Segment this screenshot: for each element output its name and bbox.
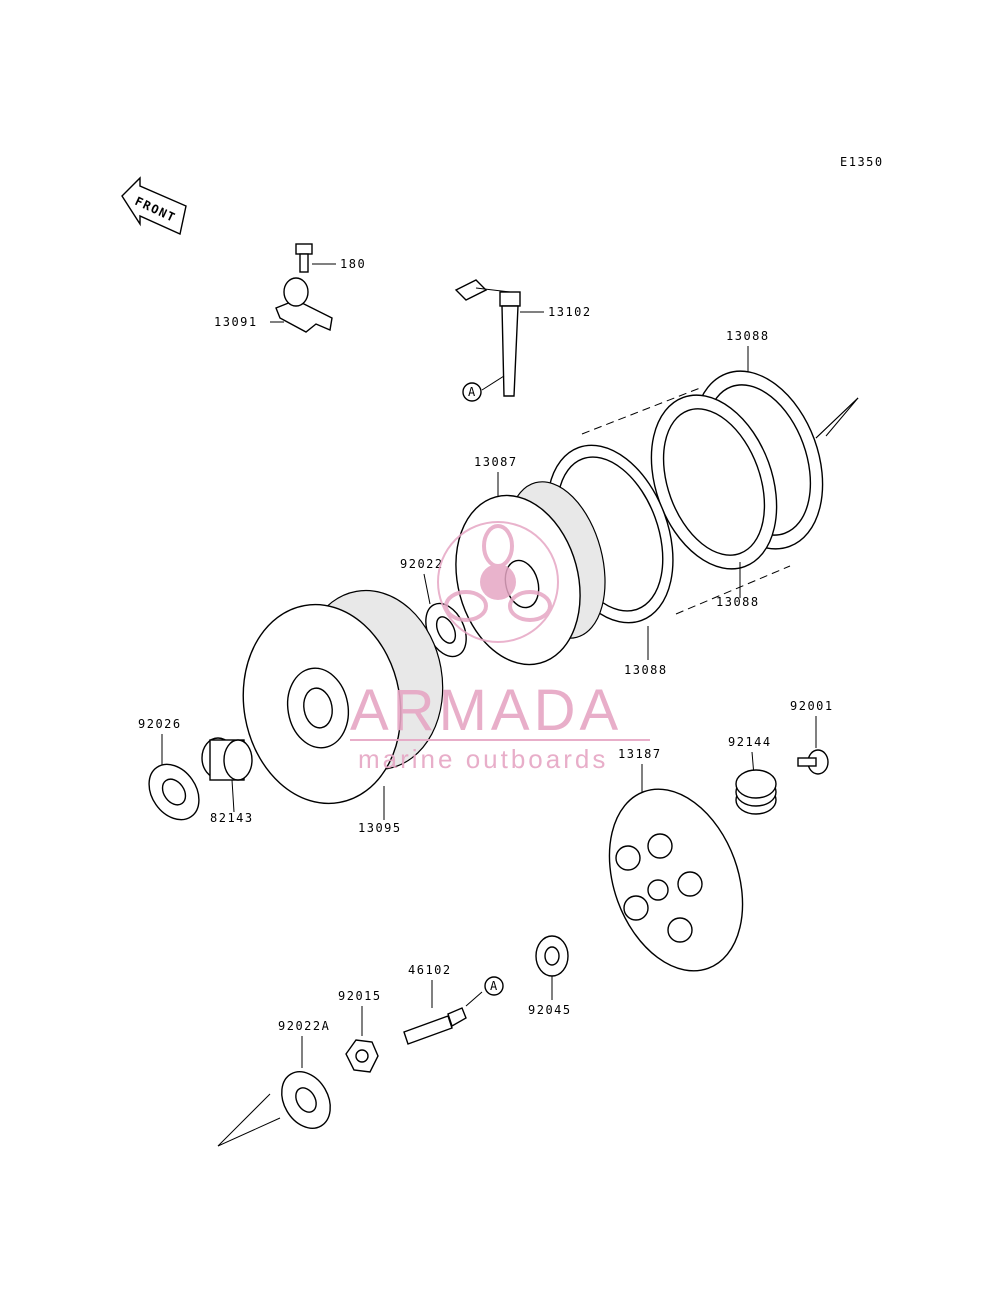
bracket-13091 bbox=[270, 277, 333, 333]
nut-92015 bbox=[345, 1039, 379, 1073]
ref-marker-a-top: A bbox=[468, 385, 477, 399]
lever-shaft-13102: A bbox=[454, 279, 544, 402]
label-92022: 92022 bbox=[400, 557, 444, 571]
label-13088-right: 13088 bbox=[716, 595, 760, 609]
label-13088-bottom: 13088 bbox=[624, 663, 668, 677]
pressure-plate-13187 bbox=[608, 788, 744, 972]
armada-watermark-logo bbox=[437, 521, 559, 643]
label-46102: 46102 bbox=[408, 963, 452, 977]
label-13091: 13091 bbox=[214, 315, 258, 329]
sleeve-82143 bbox=[201, 737, 253, 813]
label-13102: 13102 bbox=[548, 305, 592, 319]
watermark-brand: ARMADA bbox=[350, 678, 622, 743]
label-82143: 82143 bbox=[210, 811, 254, 825]
label-13087: 13087 bbox=[474, 455, 518, 469]
spring-92144 bbox=[735, 769, 777, 815]
washer-92026 bbox=[148, 763, 200, 821]
label-92045: 92045 bbox=[528, 1003, 572, 1017]
label-92001: 92001 bbox=[790, 699, 834, 713]
label-180: 180 bbox=[340, 257, 366, 271]
label-13095: 13095 bbox=[358, 821, 402, 835]
bolt-92001 bbox=[797, 749, 829, 775]
ref-marker-a-bottom: A bbox=[490, 979, 499, 993]
push-rod-46102: A bbox=[403, 976, 504, 1045]
clutch-housing-13095 bbox=[242, 589, 444, 820]
watermark-tagline: marine outboards bbox=[358, 744, 608, 774]
label-92015: 92015 bbox=[338, 989, 382, 1003]
bolt-180 bbox=[295, 243, 336, 273]
label-92026: 92026 bbox=[138, 717, 182, 731]
label-13187: 13187 bbox=[618, 747, 662, 761]
washer-92022A bbox=[217, 1071, 331, 1147]
clutch-hub-13087 bbox=[455, 481, 606, 666]
label-92022A: 92022A bbox=[278, 1019, 330, 1033]
label-92144: 92144 bbox=[728, 735, 772, 749]
label-13088-top: 13088 bbox=[726, 329, 770, 343]
bearing-92045 bbox=[535, 935, 569, 1000]
diagram-code: E1350 bbox=[840, 155, 884, 169]
front-arrow-icon: FRONT bbox=[121, 176, 187, 235]
